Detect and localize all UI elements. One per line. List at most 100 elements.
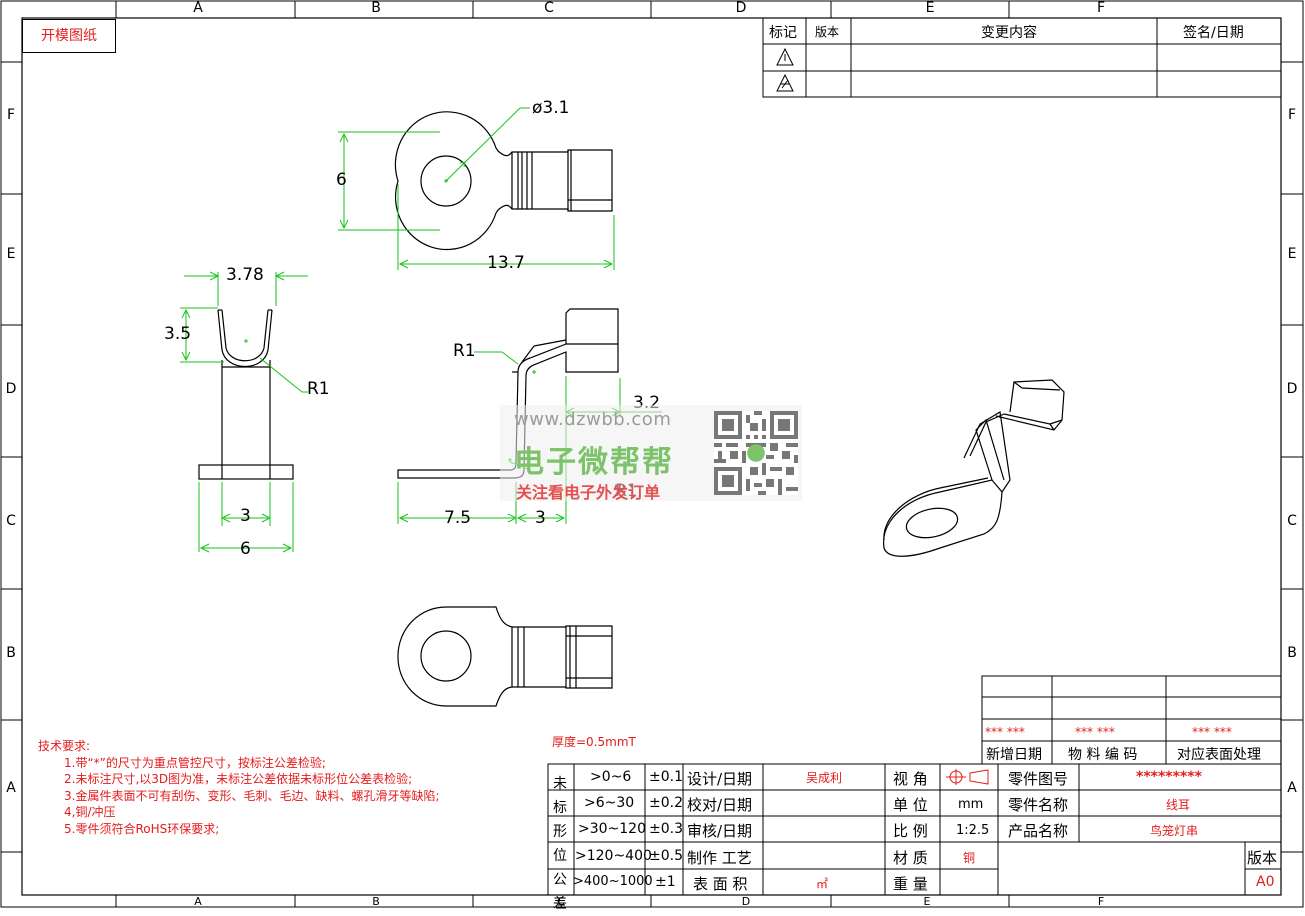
zone-col-c-top: C xyxy=(544,0,554,16)
info-label-weight: 重 量 xyxy=(893,875,928,893)
rev-header-version: 版本 xyxy=(815,25,840,39)
zone-row-d-right: D xyxy=(1286,381,1298,397)
zone-col-e-bottom: E xyxy=(923,895,931,908)
watermark-url: www.dzwbb.com xyxy=(514,409,672,430)
zone-col-e-top: E xyxy=(925,0,935,16)
upper-value-date: *** *** xyxy=(985,725,1025,739)
zone-row-b-left: B xyxy=(6,645,16,661)
scale-value: 1:2.5 xyxy=(956,823,990,838)
dim-side-radius-upper: R1 xyxy=(453,341,476,361)
zone-col-b-bottom: B xyxy=(372,895,380,908)
info-label-unit: 单 位 xyxy=(893,796,928,814)
rev-header-sign: 签名/日期 xyxy=(1183,25,1244,41)
part-name-value: 线耳 xyxy=(1166,798,1191,812)
unit-value: mm xyxy=(958,797,984,812)
zone-row-e-left: E xyxy=(6,246,16,262)
surface-area-unit: ㎡ xyxy=(816,877,829,891)
zone-row-e-right: E xyxy=(1287,246,1297,262)
upper-label-surface: 对应表面处理 xyxy=(1177,747,1261,763)
tech-req-item: 5.零件须符合RoHS环保要求; xyxy=(64,821,220,836)
upper-value-material-code: *** *** xyxy=(1075,725,1115,739)
upper-label-material-code: 物 料 编 码 xyxy=(1068,747,1138,763)
tolerance-title: 未标形位公差 xyxy=(553,776,567,912)
tolerance-value: ±0.3 xyxy=(649,821,683,837)
part-label-product-name: 产品名称 xyxy=(1008,822,1069,840)
part-label-drawing-no: 零件图号 xyxy=(1008,770,1069,788)
isometric-view-terminal xyxy=(883,379,1065,557)
zone-row-b-right: B xyxy=(1287,645,1297,661)
front-view-terminal xyxy=(198,309,294,480)
bottom-view-ring-terminal xyxy=(397,606,613,707)
zone-col-d-bottom: D xyxy=(741,895,751,908)
material-value: 铜 xyxy=(963,851,976,865)
dim-front-radius: R1 xyxy=(307,379,330,399)
info-label-view: 视 角 xyxy=(893,770,928,788)
projection-symbol-icon xyxy=(946,769,989,785)
revision-triangle-icon-2 xyxy=(776,73,794,92)
front-view-dims xyxy=(180,271,308,553)
revision-triangle-icon-1 xyxy=(776,47,794,66)
dim-flange-width: 6 xyxy=(240,539,251,559)
rev-header-mark: 标记 xyxy=(769,25,797,41)
watermark-overlay: www.dzwbb.com 电子微帮帮 关注看电子外发订单 xyxy=(500,405,802,502)
zone-col-a-bottom: A xyxy=(194,895,202,908)
qr-code-icon xyxy=(714,411,798,495)
top-view-dims xyxy=(338,107,615,270)
rev-header-content: 变更内容 xyxy=(981,25,1037,41)
dim-offset-length: 3 xyxy=(535,508,546,528)
zone-row-c-right: C xyxy=(1287,513,1297,529)
zone-col-d-top: D xyxy=(735,0,747,16)
part-label-part-name: 零件名称 xyxy=(1008,796,1069,814)
technical-requirements: 技术要求: 1.带“*”的尺寸为重点管控尺寸，按标注公差检验; 2.未标注尺寸,… xyxy=(38,738,440,837)
watermark-brand: 电子微帮帮 xyxy=(514,445,674,480)
dim-front-height: 3.5 xyxy=(164,324,192,344)
tech-req-title: 技术要求: xyxy=(38,739,91,753)
tolerance-value: ±0.1 xyxy=(649,769,683,785)
tolerance-range: >30~120 xyxy=(578,821,646,837)
tolerance-value: ±0.5 xyxy=(649,848,683,864)
dim-top-height: 6 xyxy=(336,170,347,190)
tolerance-value: ±1 xyxy=(655,874,676,890)
tech-req-item: 2.未标注尺寸,以3D图为准，未标注公差依据未标形位公差表检验; xyxy=(64,772,413,786)
dim-flat-length: 7.5 xyxy=(444,508,472,528)
zone-row-a-left: A xyxy=(6,780,16,796)
dim-hole-diameter: ø3.1 xyxy=(532,98,570,118)
tolerance-value: ±0.2 xyxy=(649,795,683,811)
watermark-tagline: 关注看电子外发订单 xyxy=(516,483,661,502)
zone-row-f-left: F xyxy=(6,107,16,123)
zone-col-c-bottom: C xyxy=(557,895,565,908)
revision-table-grid xyxy=(762,17,1282,98)
zone-row-c-left: C xyxy=(6,513,16,529)
thickness-note: 厚度=0.5mmT xyxy=(552,735,636,749)
dim-base-width: 3 xyxy=(240,506,251,526)
zone-row-f-right: F xyxy=(1287,107,1297,123)
top-view-ring-terminal xyxy=(394,111,613,251)
tolerance-range: >120~400 xyxy=(575,848,652,864)
designer-name: 吴成利 xyxy=(806,771,843,785)
tolerance-range: >400~1000 xyxy=(573,874,653,889)
info-label-scale: 比 例 xyxy=(893,822,928,840)
tech-req-item: 4,铜/冲压 xyxy=(64,805,116,819)
role-label-surface-area: 表 面 积 xyxy=(693,875,748,893)
product-name-value: 鸟笼灯串 xyxy=(1150,824,1199,838)
role-label-design: 设计/日期 xyxy=(687,770,753,788)
tech-req-item: 3.金属件表面不可有刮伤、变形、毛刺、毛边、缺料、螺孔滑牙等缺陷; xyxy=(64,788,440,803)
tolerance-range: >0~6 xyxy=(590,769,632,785)
zone-col-a-top: A xyxy=(193,0,203,16)
zone-col-b-top: B xyxy=(371,0,381,16)
tech-req-item: 1.带“*”的尺寸为重点管控尺寸，按标注公差检验; xyxy=(64,755,326,770)
zone-col-f-bottom: F xyxy=(1097,895,1105,908)
zone-col-f-top: F xyxy=(1096,0,1106,16)
version-label: 版本 xyxy=(1247,849,1278,867)
upper-value-surface: *** *** xyxy=(1192,725,1232,739)
title-block-grid xyxy=(547,763,1282,896)
upper-label-date: 新增日期 xyxy=(986,747,1042,763)
tolerance-range: >6~30 xyxy=(584,795,635,811)
part-drawing-number: ********* xyxy=(1136,769,1202,785)
dim-overall-length: 13.7 xyxy=(487,253,525,273)
dim-front-width: 3.78 xyxy=(226,265,264,285)
role-label-process: 制作 工艺 xyxy=(687,849,752,867)
zone-row-d-left: D xyxy=(5,381,17,397)
role-label-review: 审核/日期 xyxy=(687,822,753,840)
drawing-type-stamp: 开模图纸 xyxy=(22,19,116,53)
